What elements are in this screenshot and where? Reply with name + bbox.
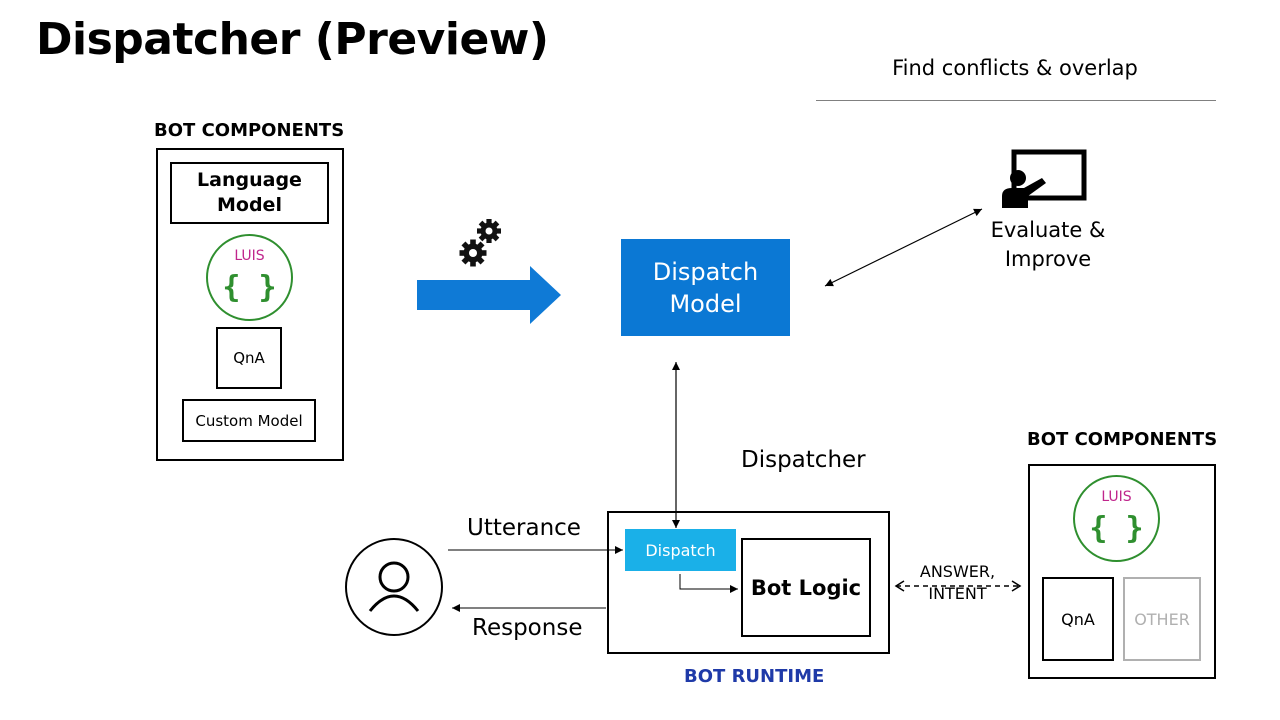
gears-icon — [456, 215, 508, 271]
find-conflicts-label: Find conflicts & overlap — [892, 56, 1138, 80]
qna-box-left: QnA — [216, 327, 282, 389]
luis-braces-icon-right: { } — [1089, 511, 1144, 546]
user-icon — [344, 537, 444, 637]
luis-label-right: LUIS — [1101, 489, 1132, 505]
luis-circle-left: LUIS { } — [206, 234, 293, 321]
left-components-heading: BOT COMPONENTS — [154, 120, 345, 141]
bot-runtime-caption: BOT RUNTIME — [684, 666, 825, 687]
right-components-heading: BOT COMPONENTS — [1027, 429, 1218, 450]
presenter-icon — [998, 148, 1090, 210]
language-model-box: Language Model — [170, 162, 329, 224]
luis-circle-right: LUIS { } — [1073, 475, 1160, 562]
custom-model-box: Custom Model — [182, 399, 316, 442]
dispatch-box: Dispatch — [625, 529, 736, 571]
evaluate-improve-label: Evaluate & Improve — [990, 218, 1106, 271]
bot-logic-box: Bot Logic — [741, 538, 871, 637]
utterance-label: Utterance — [467, 515, 581, 541]
luis-label-left: LUIS — [234, 248, 265, 264]
header-divider — [816, 100, 1216, 101]
qna-box-right: QnA — [1042, 577, 1114, 661]
big-blue-arrow — [417, 266, 561, 324]
other-box: OTHER — [1123, 577, 1201, 661]
evaluate-connector — [824, 208, 983, 287]
luis-braces-icon-left: { } — [222, 270, 277, 305]
dispatch-to-botlogic-arrow — [679, 574, 738, 593]
dispatch-model-box: Dispatch Model — [621, 239, 790, 336]
dispatcher-label: Dispatcher — [741, 447, 866, 473]
page-title: Dispatcher (Preview) — [36, 14, 549, 65]
response-label: Response — [472, 615, 583, 641]
